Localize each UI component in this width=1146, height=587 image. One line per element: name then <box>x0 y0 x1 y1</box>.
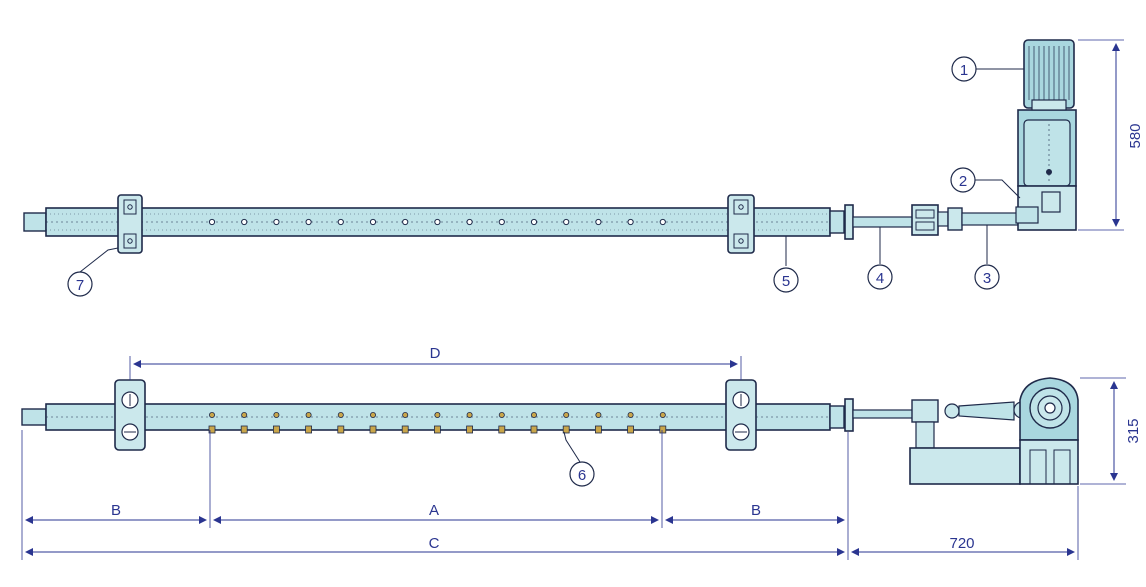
bearing-block-left-side <box>114 379 146 451</box>
nozzle-hole-icon <box>498 218 505 226</box>
callout-4-label: 4 <box>876 270 884 287</box>
dimension-720: 720 <box>949 535 974 552</box>
callout-5-label: 5 <box>782 273 790 290</box>
nozzle-icon <box>369 411 377 434</box>
callout-6: 6 <box>569 461 595 487</box>
dimension-label-c: C <box>429 535 440 552</box>
dimension-label-b-left: B <box>111 502 121 519</box>
nozzle-icon <box>562 411 570 434</box>
gear-drive-side <box>1019 377 1079 441</box>
dimension-label-a: A <box>429 502 439 519</box>
dimension-315: 315 <box>1125 418 1142 443</box>
callout-4: 4 <box>867 264 893 290</box>
crank-linkage-side <box>911 399 1031 449</box>
nozzle-hole-icon <box>563 218 570 226</box>
callout-1: 1 <box>951 56 977 82</box>
nozzle-hole-icon <box>208 218 216 226</box>
crank-arm-top <box>961 212 1019 226</box>
nozzle-icon <box>466 411 474 434</box>
connecting-rod-top <box>852 216 914 228</box>
nozzle-icon <box>498 411 506 434</box>
nozzle-hole-icon <box>337 218 344 226</box>
shaft-step-top <box>829 210 845 234</box>
shaft-step-side <box>829 405 845 429</box>
callout-2: 2 <box>950 167 976 193</box>
nozzle-icon <box>401 411 409 434</box>
connecting-rod-side <box>852 409 914 419</box>
nozzle-hole-icon <box>530 218 538 226</box>
dimension-580: 580 <box>1127 123 1144 148</box>
nozzle-icon <box>530 411 538 434</box>
callout-3: 3 <box>974 264 1000 290</box>
nozzle-icon <box>627 411 634 434</box>
nozzle-icon <box>272 411 280 434</box>
bearing-block-left-top <box>117 194 143 254</box>
callout-3-label: 3 <box>983 270 991 287</box>
callout-7: 7 <box>67 271 93 297</box>
nozzle-hole-icon <box>466 218 473 226</box>
top-view <box>23 39 1124 273</box>
nozzles-side <box>208 411 667 434</box>
nozzle-icon <box>595 411 602 434</box>
flange-side <box>844 398 854 432</box>
nozzle-hole-icon <box>241 218 248 226</box>
nozzle-holes-top <box>208 218 666 226</box>
nozzle-hole-icon <box>627 218 634 226</box>
nozzle-hole-icon <box>369 218 377 226</box>
flange-top <box>844 204 854 240</box>
motor-fins <box>1028 46 1070 100</box>
callout-5: 5 <box>773 267 799 293</box>
bearing-block-right-top <box>727 194 755 254</box>
dimension-label-b-right: B <box>751 502 761 519</box>
base-frame-side <box>909 439 1079 485</box>
side-view <box>21 356 1126 560</box>
nozzle-hole-icon <box>595 218 602 226</box>
nozzle-icon <box>305 411 313 434</box>
drive-unit-top <box>1015 109 1077 231</box>
callout-7-label: 7 <box>76 277 84 294</box>
nozzle-icon <box>240 411 248 434</box>
bearing-block-right-side <box>725 379 757 451</box>
nozzle-hole-icon <box>305 218 312 226</box>
callout-6-label: 6 <box>578 467 586 484</box>
shaft-end-stub-top <box>23 212 47 232</box>
coupling-top <box>911 204 963 236</box>
nozzle-hole-icon <box>402 218 409 226</box>
nozzle-hole-icon <box>659 218 666 226</box>
nozzle-icon <box>433 411 441 434</box>
nozzle-icon <box>659 411 667 434</box>
nozzle-icon <box>337 411 345 434</box>
nozzle-hole-icon <box>273 218 280 226</box>
callout-2-label: 2 <box>959 173 967 190</box>
dimension-label-d: D <box>430 345 441 362</box>
callout-1-label: 1 <box>960 62 968 79</box>
nozzle-icon <box>208 411 216 434</box>
nozzle-hole-icon <box>434 218 441 226</box>
motor-top <box>1023 39 1075 111</box>
shaft-end-stub-side <box>21 408 47 426</box>
